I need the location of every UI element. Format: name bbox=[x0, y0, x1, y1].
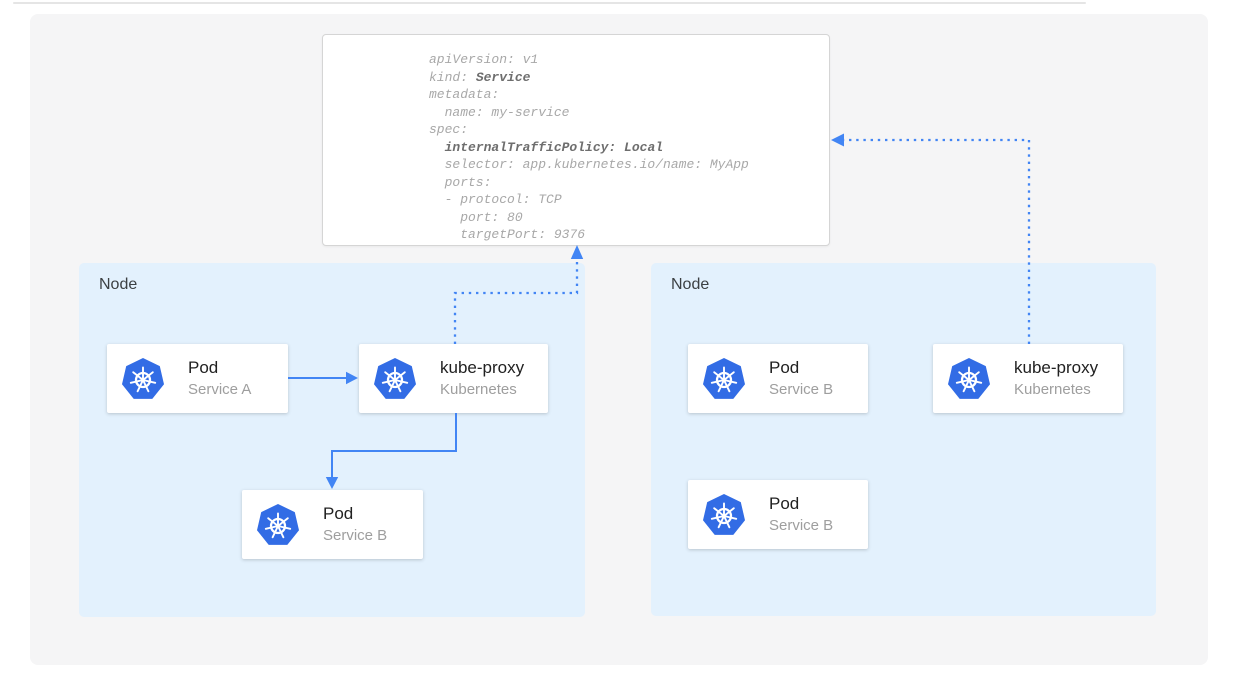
card-title: kube-proxy bbox=[1014, 358, 1099, 377]
kubernetes-icon bbox=[947, 356, 991, 400]
card-subtitle: Service B bbox=[323, 527, 388, 544]
kube-proxy-left-card: kube-proxy Kubernetes bbox=[359, 344, 548, 413]
card-title: Pod bbox=[323, 504, 354, 523]
card-title: kube-proxy bbox=[440, 358, 525, 377]
node-box-left: Node bbox=[79, 263, 585, 617]
kubernetes-icon bbox=[702, 356, 746, 400]
kubernetes-icon bbox=[373, 356, 417, 400]
node-label-right: Node bbox=[671, 276, 710, 293]
node-box-right: Node bbox=[651, 263, 1156, 616]
card-subtitle: Service A bbox=[188, 381, 252, 398]
card-subtitle: Kubernetes bbox=[440, 381, 517, 398]
pod-service-b-right-lower-card: Pod Service B bbox=[688, 480, 868, 549]
kubernetes-icon bbox=[121, 356, 165, 400]
node-label-left: Node bbox=[99, 276, 138, 293]
kubernetes-icon bbox=[256, 502, 300, 546]
card-subtitle: Service B bbox=[769, 381, 834, 398]
kubernetes-icon bbox=[702, 492, 746, 536]
card-subtitle: Kubernetes bbox=[1014, 381, 1091, 398]
card-title: Pod bbox=[188, 358, 219, 377]
top-divider bbox=[13, 2, 1086, 4]
card-title: Pod bbox=[769, 358, 800, 377]
pod-service-b-right-upper-card: Pod Service B bbox=[688, 344, 868, 413]
pod-service-b-left-card: Pod Service B bbox=[242, 490, 423, 559]
kube-proxy-right-card: kube-proxy Kubernetes bbox=[933, 344, 1123, 413]
pod-service-a-card: Pod Service A bbox=[107, 344, 288, 413]
card-subtitle: Service B bbox=[769, 517, 834, 534]
card-title: Pod bbox=[769, 494, 800, 513]
